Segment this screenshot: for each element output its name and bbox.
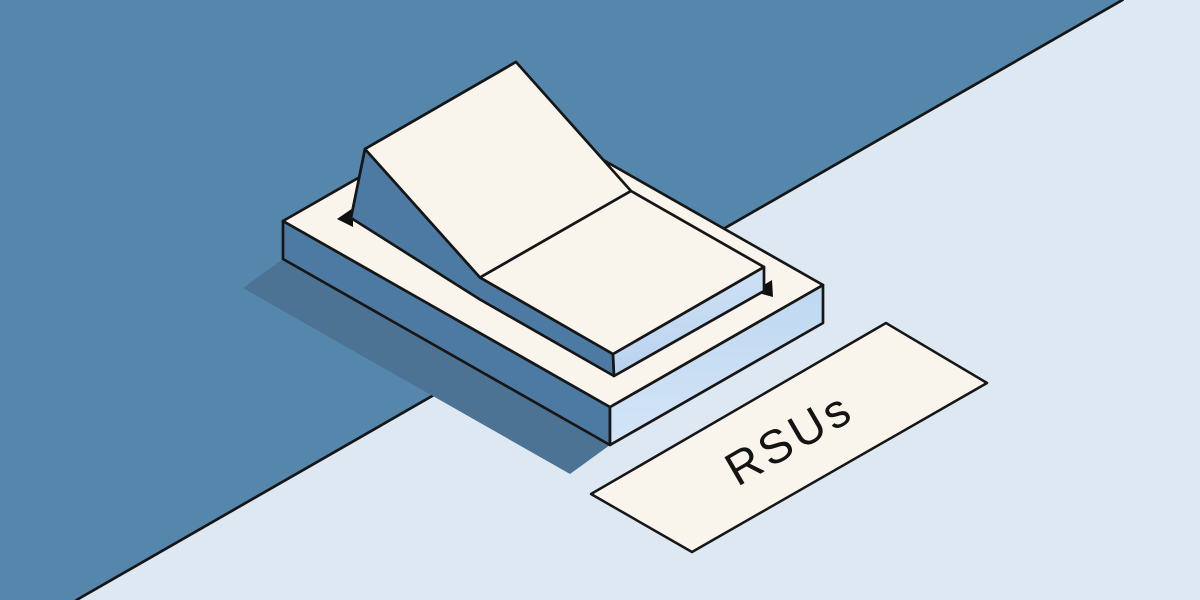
well-gap-left [337, 208, 353, 227]
label-card-face [589, 321, 989, 554]
switch-shadow [243, 259, 610, 474]
rocker-pressed-top-face [478, 189, 766, 356]
rocker-toggle [349, 60, 766, 378]
